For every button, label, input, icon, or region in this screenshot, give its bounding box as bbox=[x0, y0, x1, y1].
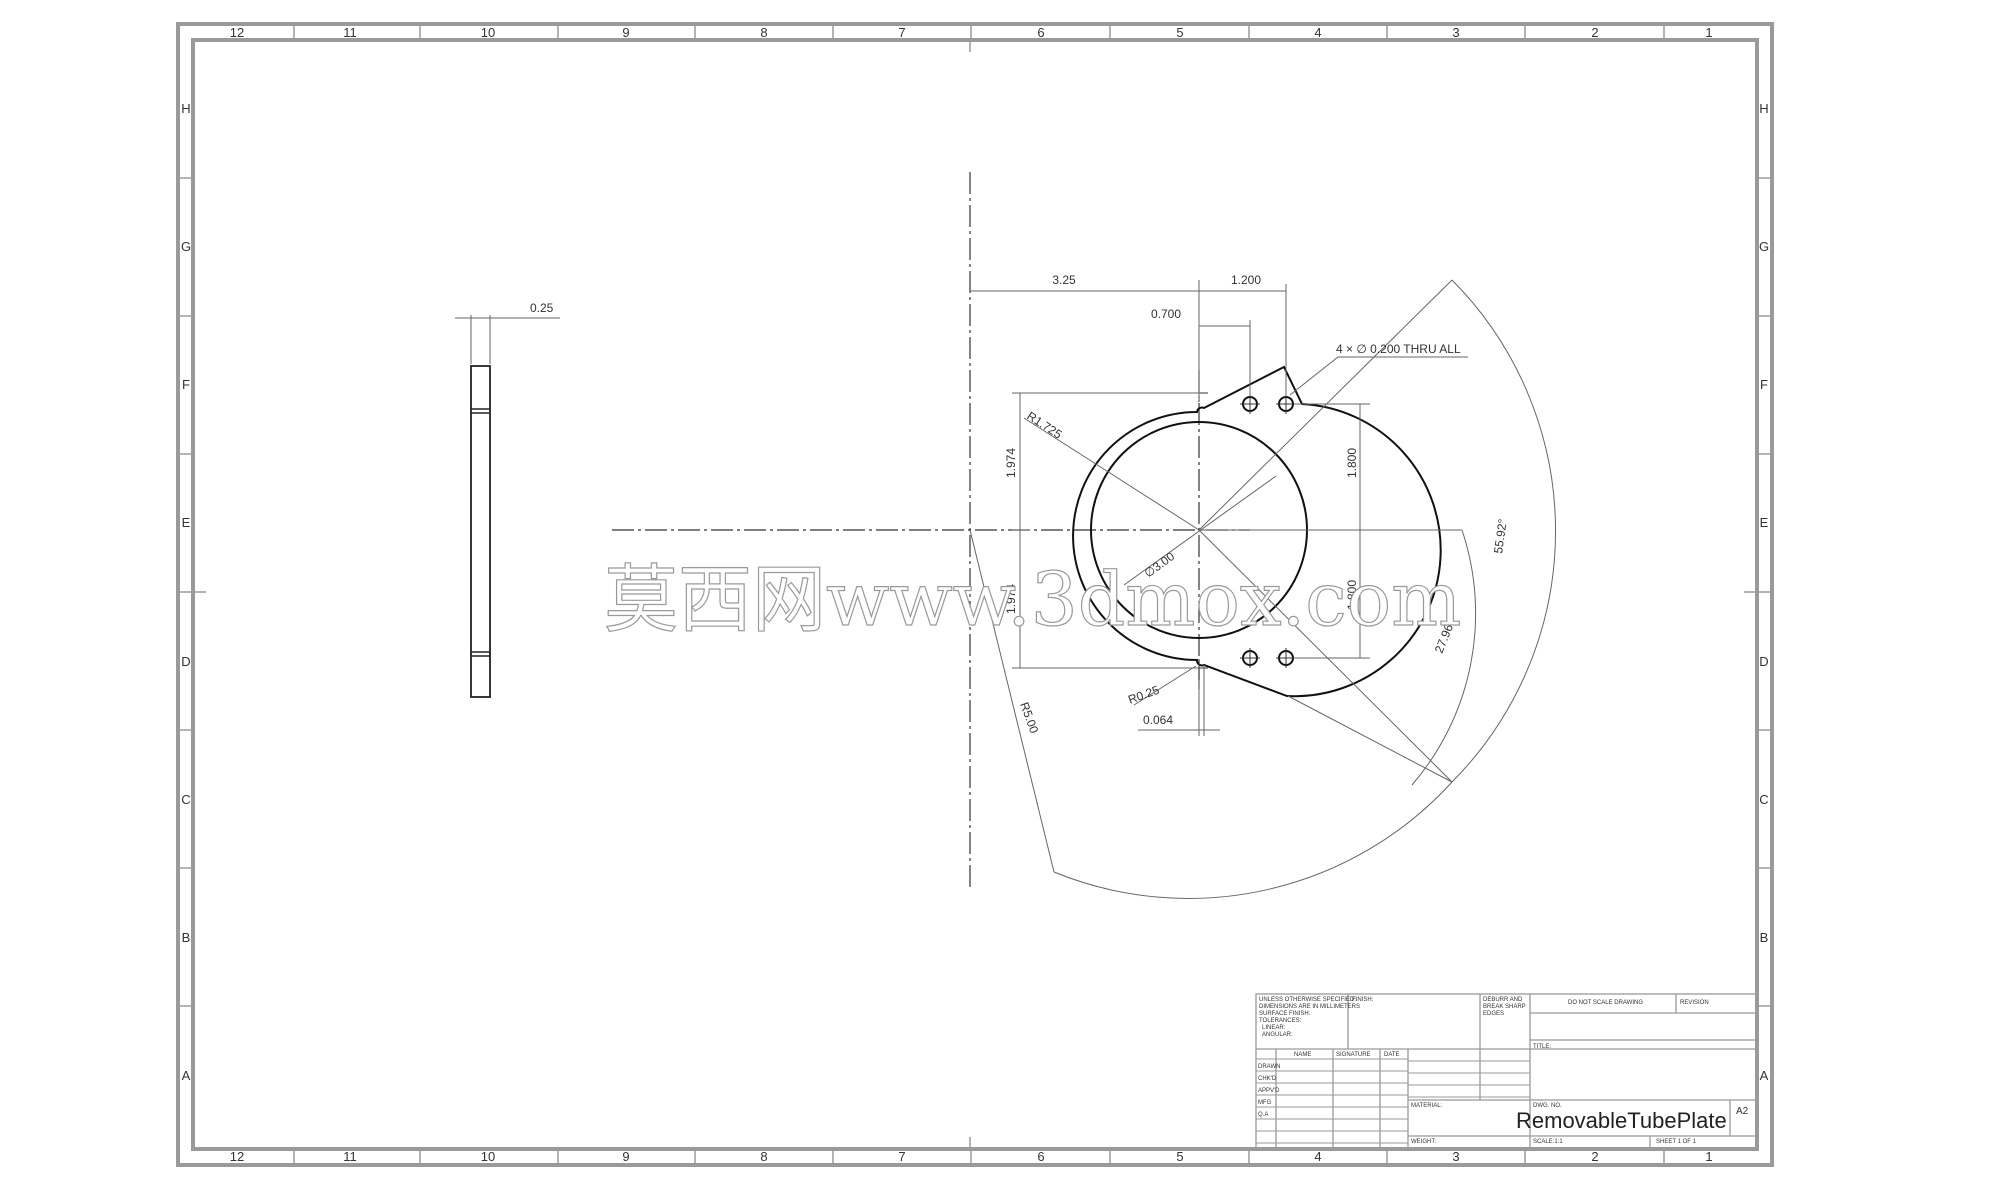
dim-arc-radius: R5.00 bbox=[1017, 700, 1041, 735]
sheet-border bbox=[176, 22, 1774, 1167]
dim-fillet-radius: R0.25 bbox=[1126, 683, 1161, 707]
tb-row-label: DRAWN bbox=[1258, 1064, 1280, 1070]
zone-col-label: 7 bbox=[898, 25, 905, 40]
zone-row-label: A bbox=[182, 1068, 191, 1083]
zone-col-label: 1 bbox=[1705, 25, 1712, 40]
zone-col-label: 6 bbox=[1037, 25, 1044, 40]
zone-col-label: 10 bbox=[481, 1149, 495, 1164]
zone-row-label: H bbox=[181, 101, 190, 116]
zone-col-label: 12 bbox=[230, 25, 244, 40]
zone-labels-top: 12 11 10 9 8 7 6 5 4 3 2 1 bbox=[230, 25, 1713, 40]
zone-col-label: 12 bbox=[230, 1149, 244, 1164]
tb-note: LINEAR: bbox=[1262, 1025, 1286, 1031]
dim-center-offset: 3.25 bbox=[1052, 273, 1076, 287]
tb-note: DIMENSIONS ARE IN MILLIMETERS bbox=[1259, 1004, 1360, 1010]
front-view bbox=[1072, 365, 1442, 698]
zone-col-label: 5 bbox=[1176, 25, 1183, 40]
tb-do-not-scale: DO NOT SCALE DRAWING bbox=[1568, 1000, 1643, 1006]
zone-row-label: H bbox=[1759, 101, 1768, 116]
zone-col-label: 2 bbox=[1591, 1149, 1598, 1164]
dim-hole-offset-x: 0.700 bbox=[1151, 307, 1181, 321]
zone-col-label: 3 bbox=[1452, 1149, 1459, 1164]
zone-col-label: 7 bbox=[898, 1149, 905, 1164]
tb-material-label: MATERIAL: bbox=[1411, 1103, 1443, 1109]
zone-labels-right: H G F E D C B A bbox=[1759, 101, 1769, 1083]
zone-col-label: 1 bbox=[1705, 1149, 1712, 1164]
dimension-lines bbox=[969, 279, 1557, 899]
tb-row-label: Q.A bbox=[1258, 1112, 1268, 1118]
zone-col-label: 11 bbox=[343, 1149, 357, 1164]
zone-col-label: 9 bbox=[622, 25, 629, 40]
dim-thickness: 0.25 bbox=[530, 301, 554, 315]
tb-deburr: EDGES bbox=[1483, 1011, 1504, 1017]
tb-revision-label: REVISION bbox=[1680, 1000, 1709, 1006]
zone-labels-bottom: 12 11 10 9 8 7 6 5 4 3 2 1 bbox=[230, 1149, 1713, 1164]
dim-notch-offset: 0.064 bbox=[1143, 713, 1173, 727]
dim-half-height-lower: 1.974 bbox=[1004, 584, 1018, 614]
zone-row-label: G bbox=[181, 239, 191, 254]
zone-col-label: 4 bbox=[1314, 25, 1321, 40]
zone-col-label: 8 bbox=[760, 1149, 767, 1164]
tb-sheet-label: SHEET 1 OF 1 bbox=[1656, 1139, 1697, 1145]
tb-row-label: MFG bbox=[1258, 1100, 1272, 1106]
tb-title-label: TITLE: bbox=[1533, 1044, 1551, 1050]
zone-row-label: F bbox=[1760, 377, 1768, 392]
tb-col-header: NAME bbox=[1294, 1052, 1311, 1058]
tb-note: SURFACE FINISH: bbox=[1259, 1011, 1311, 1017]
tb-col-header: DATE bbox=[1384, 1052, 1400, 1058]
tb-dwg-no-label: DWG. NO. bbox=[1533, 1103, 1562, 1109]
zone-col-label: 4 bbox=[1314, 1149, 1321, 1164]
dim-hole-spacing-x: 1.200 bbox=[1231, 273, 1261, 287]
zone-row-label: C bbox=[1759, 792, 1768, 807]
dim-hole-spacing-y-lower: 1.800 bbox=[1345, 580, 1359, 610]
plate-outline bbox=[1072, 365, 1442, 698]
zone-row-label: B bbox=[182, 930, 191, 945]
dim-outer-radius: R1.725 bbox=[1024, 409, 1064, 442]
tb-note: UNLESS OTHERWISE SPECIFIED: bbox=[1259, 997, 1356, 1003]
tb-note: TOLERANCES: bbox=[1259, 1018, 1302, 1024]
zone-col-label: 2 bbox=[1591, 25, 1598, 40]
watermark: 莫西网www.3dmox.com bbox=[604, 557, 1461, 643]
zone-ticks bbox=[178, 24, 1772, 1165]
dim-half-height-upper: 1.974 bbox=[1004, 448, 1018, 478]
dim-hole-spacing-y-upper: 1.800 bbox=[1345, 448, 1359, 478]
zone-row-label: D bbox=[1759, 654, 1768, 669]
side-view-outline bbox=[470, 365, 491, 698]
zone-col-label: 11 bbox=[343, 25, 357, 40]
title-block: UNLESS OTHERWISE SPECIFIED: DIMENSIONS A… bbox=[1255, 993, 1757, 1149]
tb-row-label: CHK'D bbox=[1258, 1076, 1277, 1082]
tb-weight-label: WEIGHT: bbox=[1411, 1139, 1436, 1145]
zone-row-label: E bbox=[182, 515, 191, 530]
drawing-title: RemovableTubePlate bbox=[1516, 1108, 1727, 1133]
zone-row-label: E bbox=[1760, 515, 1769, 530]
zone-labels-left: H G F E D C B A bbox=[181, 101, 191, 1083]
zone-col-label: 5 bbox=[1176, 1149, 1183, 1164]
zone-row-label: F bbox=[182, 377, 190, 392]
zone-row-label: C bbox=[181, 792, 190, 807]
tb-scale-label: SCALE:1:1 bbox=[1533, 1139, 1563, 1145]
zone-row-label: G bbox=[1759, 239, 1769, 254]
center-lines bbox=[612, 172, 1250, 890]
zone-row-label: D bbox=[181, 654, 190, 669]
tb-deburr: DEBURR AND bbox=[1483, 997, 1523, 1003]
tb-col-header: SIGNATURE bbox=[1336, 1052, 1371, 1058]
zone-row-label: B bbox=[1760, 930, 1769, 945]
tb-row-label: APPV'D bbox=[1258, 1088, 1280, 1094]
tb-note: ANGULAR: bbox=[1262, 1032, 1293, 1038]
tb-deburr: BREAK SHARP bbox=[1483, 1004, 1526, 1010]
zone-col-label: 6 bbox=[1037, 1149, 1044, 1164]
sheet-size: A2 bbox=[1736, 1106, 1749, 1117]
dim-angle-total: 55.92° bbox=[1491, 518, 1510, 555]
zone-col-label: 10 bbox=[481, 25, 495, 40]
zone-col-label: 9 bbox=[622, 1149, 629, 1164]
zone-col-label: 8 bbox=[760, 25, 767, 40]
zone-row-label: A bbox=[1760, 1068, 1769, 1083]
tb-finish-label: FINISH: bbox=[1352, 997, 1374, 1003]
side-view: 0.25 bbox=[455, 301, 560, 698]
dim-hole-callout: 4 × ∅ 0.200 THRU ALL bbox=[1336, 342, 1461, 356]
zone-col-label: 3 bbox=[1452, 25, 1459, 40]
